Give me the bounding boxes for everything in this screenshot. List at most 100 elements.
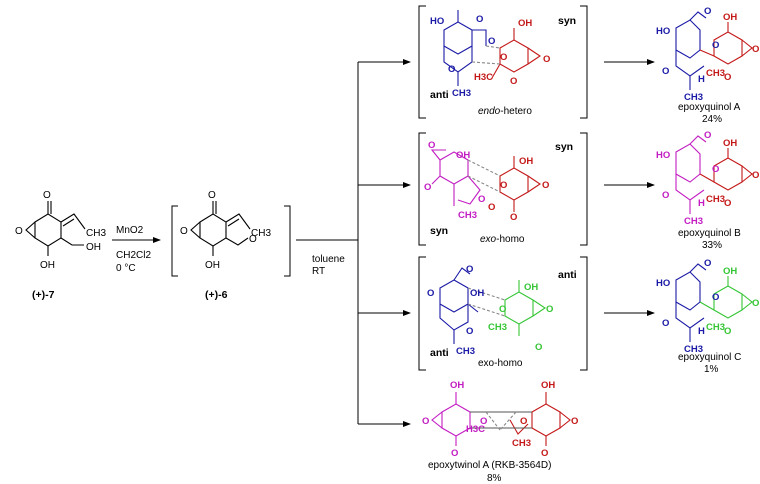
epoxyquinol-b-yield: 33%: [702, 240, 722, 251]
compound-7-label: (+)-7: [32, 289, 55, 301]
ts3-hydroxyl-right: OH: [524, 282, 538, 293]
ts3-ring-o: O: [466, 326, 473, 337]
ts2-epoxide-o-right: O: [542, 180, 549, 191]
ts3-caption: exo-homo: [478, 358, 523, 369]
epoxyquinol-c-yield: 1%: [704, 364, 719, 375]
ts2-caption: exo-homo: [480, 234, 525, 245]
ts1-epoxide-o-left: O: [476, 14, 483, 25]
epoxyquinol-c-structure: [675, 263, 753, 342]
compound-6-oxo: O: [208, 190, 216, 201]
ts2-caption-italic: exo: [480, 234, 497, 245]
epoxyquinol-a-epoxide-o-right: O: [752, 44, 759, 55]
ts2-epoxide-o-left: O: [428, 140, 435, 151]
epoxytwinol-name: epoxytwinol A (RKB-3564D): [428, 460, 551, 471]
ts3-epoxide-o-right: O: [546, 304, 553, 315]
epoxyquinol-b-structure: [675, 135, 753, 214]
epoxyquinol-a-yield: 24%: [702, 114, 722, 125]
ts3-epoxide-o-left: O: [466, 264, 473, 275]
ts2-structure: [430, 149, 541, 212]
epoxytwinol-yield: 8%: [487, 473, 502, 484]
epoxyquinol-c-carbonyl-o-right: O: [724, 326, 731, 337]
ts3-caption-rest: exo-homo: [478, 358, 523, 369]
ts2-hydroxyl-right: OH: [519, 156, 533, 167]
epoxyquinol-b-carbonyl-o: O: [712, 164, 719, 175]
epoxyquinol-c-carbonyl-o: O: [712, 292, 719, 303]
epoxyquinol-c-methyl-left: CH3: [684, 344, 703, 355]
epoxyquinol-a-h: H: [698, 74, 705, 85]
epoxyquinol-a-methyl-left: CH3: [684, 92, 703, 103]
ts3-carbonyl-o-left: O: [427, 288, 434, 299]
ts2-pyran-o: O: [500, 180, 507, 191]
ts1-methyl-left: CH3: [452, 88, 471, 99]
ts1-bracket-left: [418, 5, 426, 119]
ts3-carbonyl-o-right: O: [535, 342, 542, 353]
ts1-structure: [443, 10, 541, 86]
epoxyquinol-b-methyl-left: CH3: [684, 216, 703, 227]
intermediate-bracket-right: [284, 205, 291, 277]
ts2-caption-rest: -homo: [496, 234, 525, 245]
ts2-bracket-left: [418, 132, 426, 246]
epoxyquinol-c-hydroxyl-left: HO: [656, 278, 670, 289]
compound-6-epoxide-o: O: [180, 226, 188, 237]
epoxytwinol-carbonyl-o-right: O: [541, 448, 548, 459]
epoxyquinol-b-epoxide-o-right: O: [752, 170, 759, 181]
epoxyquinol-c-hydroxyl-right: OH: [723, 266, 737, 277]
epoxytwinol-hydroxyl-right: OH: [541, 380, 555, 391]
ts1-methyl-right: H3C: [474, 72, 493, 83]
epoxyquinol-b-name: epoxyquinol B: [678, 228, 741, 239]
epoxyquinol-c-h: H: [698, 326, 705, 337]
ts2-methyl-right: O: [488, 202, 495, 213]
epoxyquinol-c-methyl-right: CH3: [706, 322, 725, 333]
epoxyquinol-a-epoxide-o-left: O: [704, 6, 711, 17]
epoxytwinol-ring-o-left: O: [480, 416, 487, 427]
ts2-carbonyl-o-left: O: [424, 182, 431, 193]
ts1-bracket-right: [580, 5, 588, 119]
epoxytwinol-carbonyl-o-left: O: [451, 448, 458, 459]
epoxyquinol-b-epoxide-o-left: O: [704, 130, 711, 141]
ts2-left-label: syn: [430, 225, 448, 237]
epoxyquinol-a-structure: [675, 11, 753, 90]
epoxyquinol-a-hydroxyl-left: HO: [656, 26, 670, 37]
epoxytwinol-methyl-right: CH3: [512, 438, 531, 449]
step1-reagent-solvent: CH2Cl2: [116, 250, 151, 261]
ts3-bracket-right: [580, 256, 588, 371]
epoxyquinol-a-name: epoxyquinol A: [678, 102, 741, 113]
epoxyquinol-a-hydroxyl-right: OH: [723, 12, 737, 23]
epoxyquinol-a-carbonyl-o-right: O: [724, 72, 731, 83]
ts1-right-label: syn: [558, 15, 576, 27]
ts3-structure: [439, 267, 546, 344]
epoxyquinol-c-epoxide-o-right: O: [752, 298, 759, 309]
compound-7-epoxide-o: O: [15, 226, 23, 237]
ts1-carbonyl-o-left: O: [488, 36, 495, 47]
epoxyquinol-b-methyl-right: CH3: [706, 194, 725, 205]
ts1-caption-italic: endo: [478, 106, 501, 117]
epoxyquinol-b-h: H: [698, 198, 705, 209]
ts3-methyl-right: CH3: [488, 322, 507, 333]
compound-6-methyl: CH3: [251, 228, 271, 239]
ts3-hydroxyl-left: OH: [470, 288, 484, 299]
ts3-left-label: anti: [430, 347, 449, 359]
epoxyquinol-b-hydroxyl-right: OH: [723, 138, 737, 149]
epoxyquinol-a-carbonyl-o: O: [712, 40, 719, 51]
compound-7-oxo: O: [43, 190, 51, 201]
epoxyquinol-b-carbonyl-o-right: O: [724, 198, 731, 209]
epoxytwinol-epoxide-o-right: O: [571, 416, 578, 427]
ts1-caption: endo-hetero: [478, 106, 532, 117]
ts2-methyl-left: CH3: [458, 210, 477, 221]
ts1-carbonyl-o-right: O: [510, 76, 517, 87]
ts1-hydroxyl-right: OH: [518, 18, 532, 29]
step2-solvent: toluene: [312, 254, 345, 265]
epoxytwinol-ring-o-right: O: [520, 416, 527, 427]
ts3-pyran-o: O: [499, 304, 506, 315]
compound-7-hydroxymethyl: OH: [86, 242, 101, 253]
compound-6-aldehyde-o: O: [249, 234, 257, 245]
ts3-methyl-left: CH3: [456, 346, 475, 357]
epoxyquinol-a-ring-o: O: [662, 66, 669, 77]
step1-reagent-oxidant: MnO2: [116, 225, 144, 236]
ts3-right-label: anti: [558, 269, 577, 281]
epoxyquinol-b-hydroxyl-left: HO: [656, 150, 670, 161]
compound-6-hydroxyl: OH: [205, 260, 220, 271]
compound-7-hydroxyl: OH: [40, 260, 55, 271]
epoxyquinol-b-ring-o: O: [662, 190, 669, 201]
